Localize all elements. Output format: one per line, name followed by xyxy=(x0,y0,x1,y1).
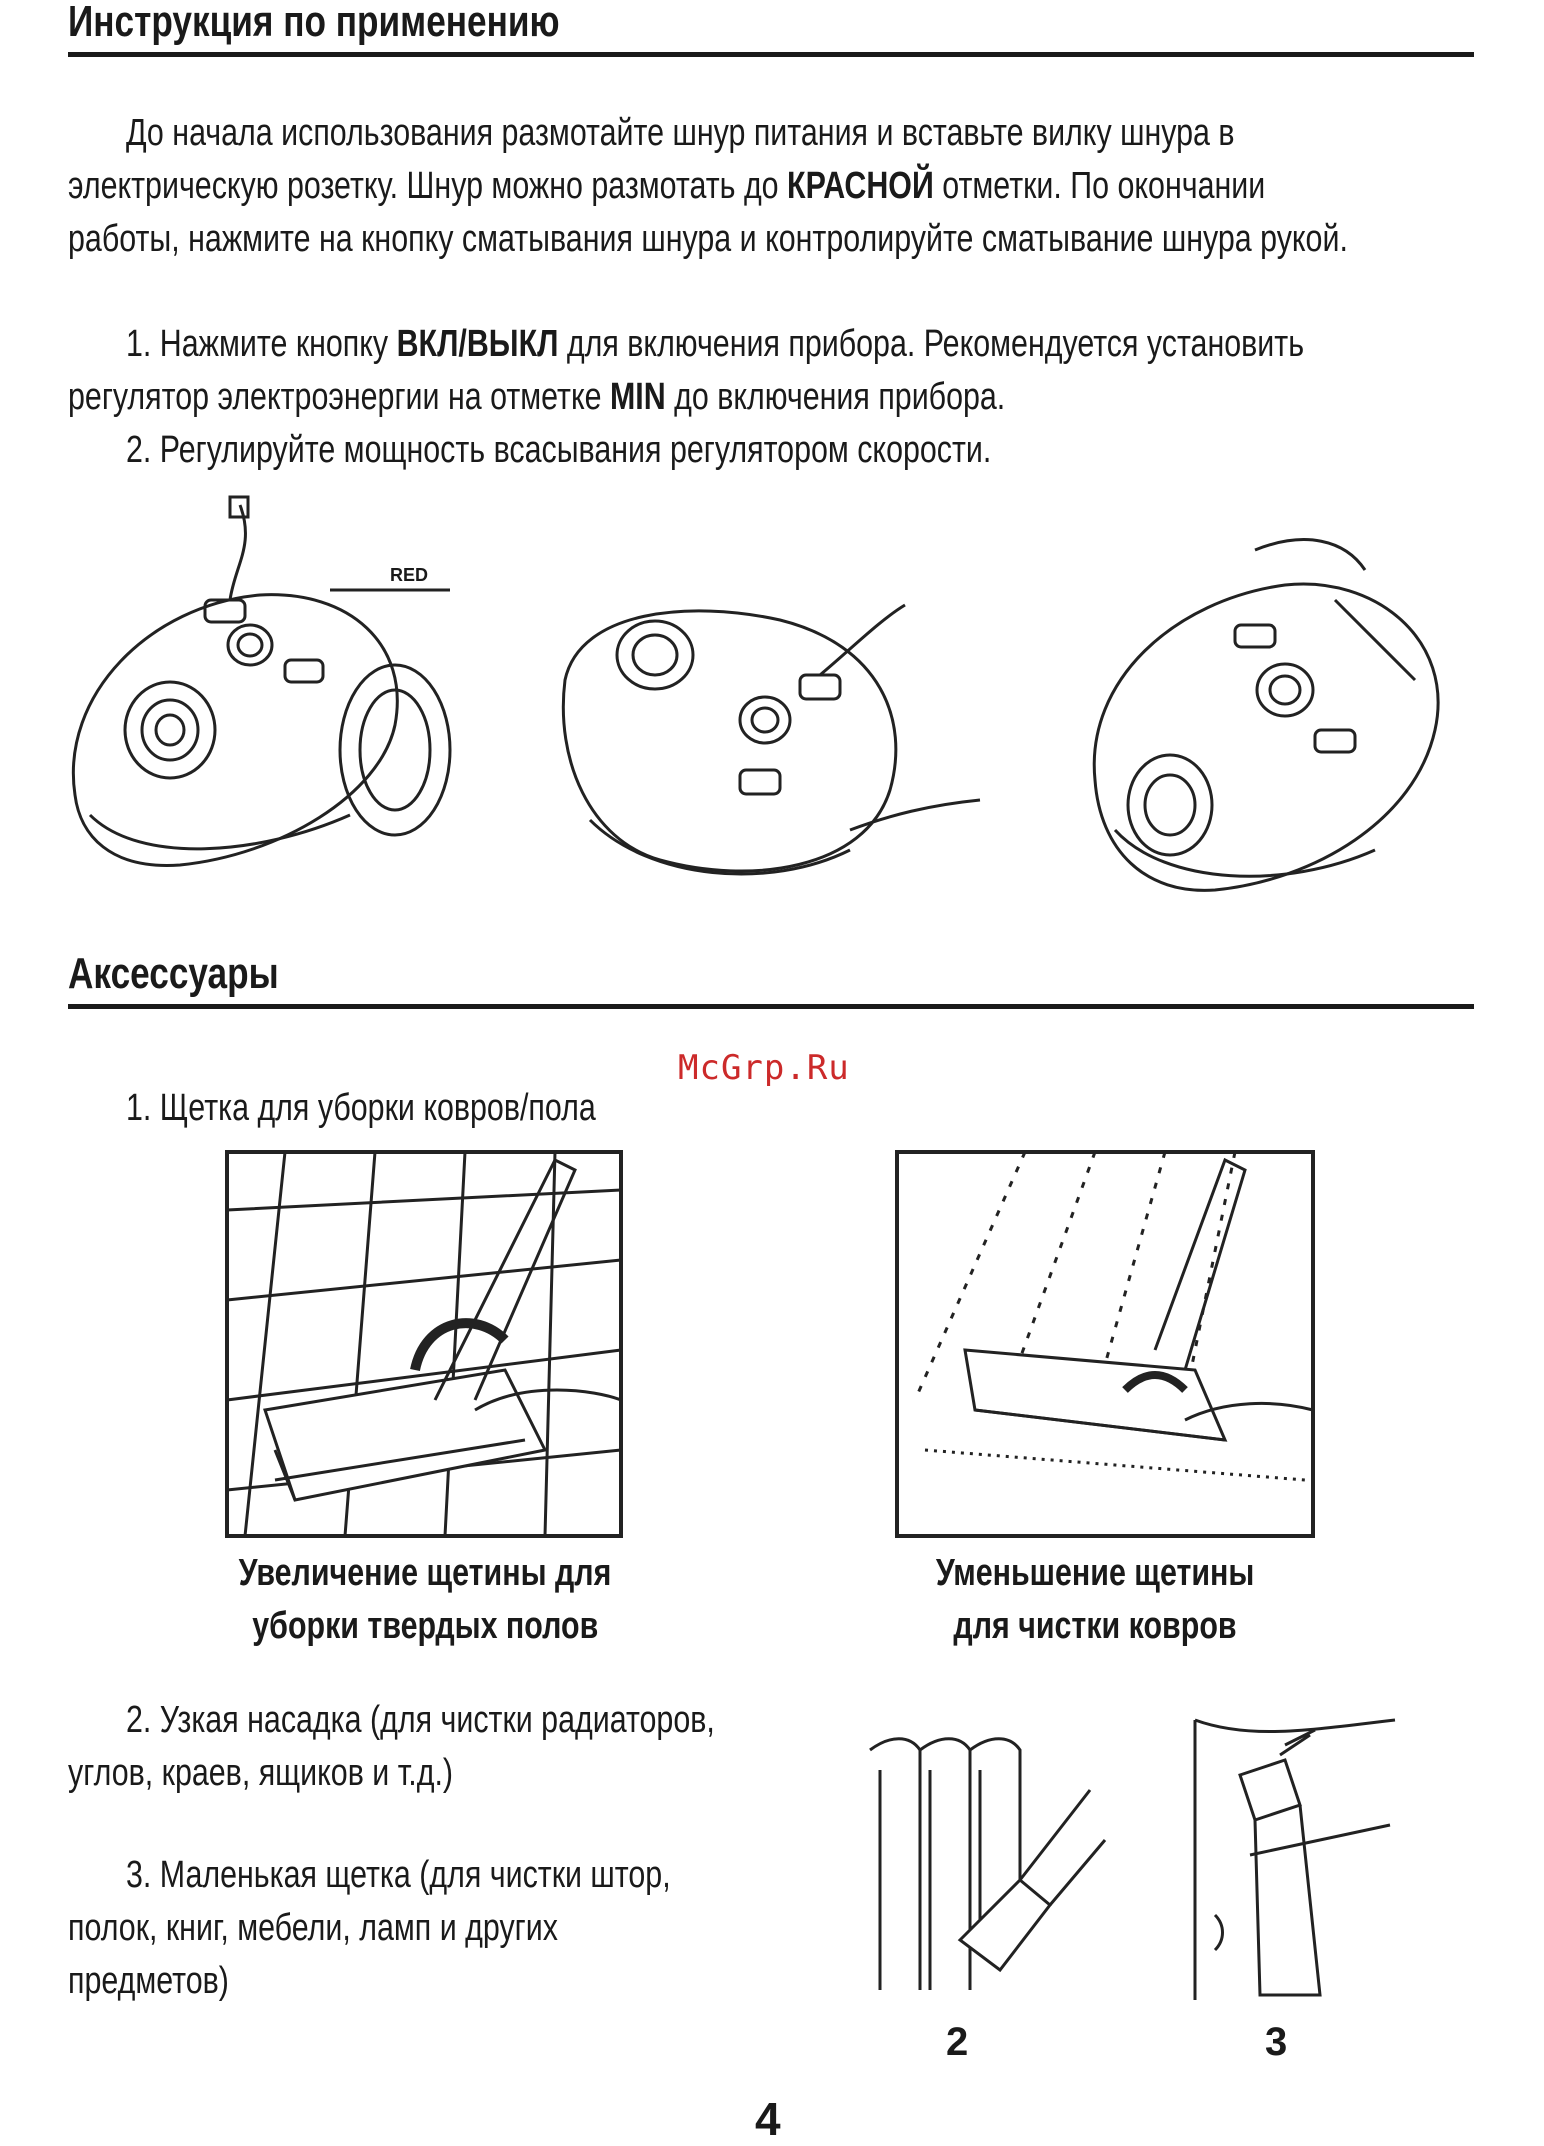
hard-floor-brush-illustration xyxy=(225,1150,625,1540)
red-mark-label: RED xyxy=(390,565,429,585)
intro-paragraph: До начала использования размотайте шнур … xyxy=(68,112,1348,260)
accessory-item-2: 2. Узкая насадка (для чистки радиаторов,… xyxy=(68,1699,715,1794)
carpet-brush-illustration xyxy=(895,1150,1315,1540)
accessory-item-1: 1. Щетка для уборки ковров/пола xyxy=(126,1087,596,1129)
vacuum-rewind-illustration xyxy=(1075,530,1475,910)
small-brush-illustration xyxy=(1190,1715,1400,2005)
steps-paragraph: 1. Нажмите кнопку ВКЛ/ВЫКЛ для включения… xyxy=(68,323,1305,471)
vacuum-cord-illustration: RED xyxy=(60,495,480,895)
caption-hard-floor: Увеличение щетины для уборки твердых пол… xyxy=(238,1552,612,1647)
figure-number-3: 3 xyxy=(1265,2020,1288,2064)
section-heading-accessories: Аксессуары xyxy=(68,948,1474,1009)
figure-number-2: 2 xyxy=(946,2020,969,2064)
section-heading-usage: Инструкция по применению xyxy=(68,0,1474,57)
watermark: McGrp.Ru xyxy=(678,1048,850,1088)
vacuum-button-illustration xyxy=(550,580,1030,900)
crevice-tool-illustration xyxy=(850,1730,1110,2000)
caption-carpet: Уменьшение щетины для чистки ковров xyxy=(935,1552,1255,1647)
page-number: 4 xyxy=(755,2093,781,2145)
accessory-item-3: 3. Маленькая щетка (для чистки штор, пол… xyxy=(68,1854,671,2002)
